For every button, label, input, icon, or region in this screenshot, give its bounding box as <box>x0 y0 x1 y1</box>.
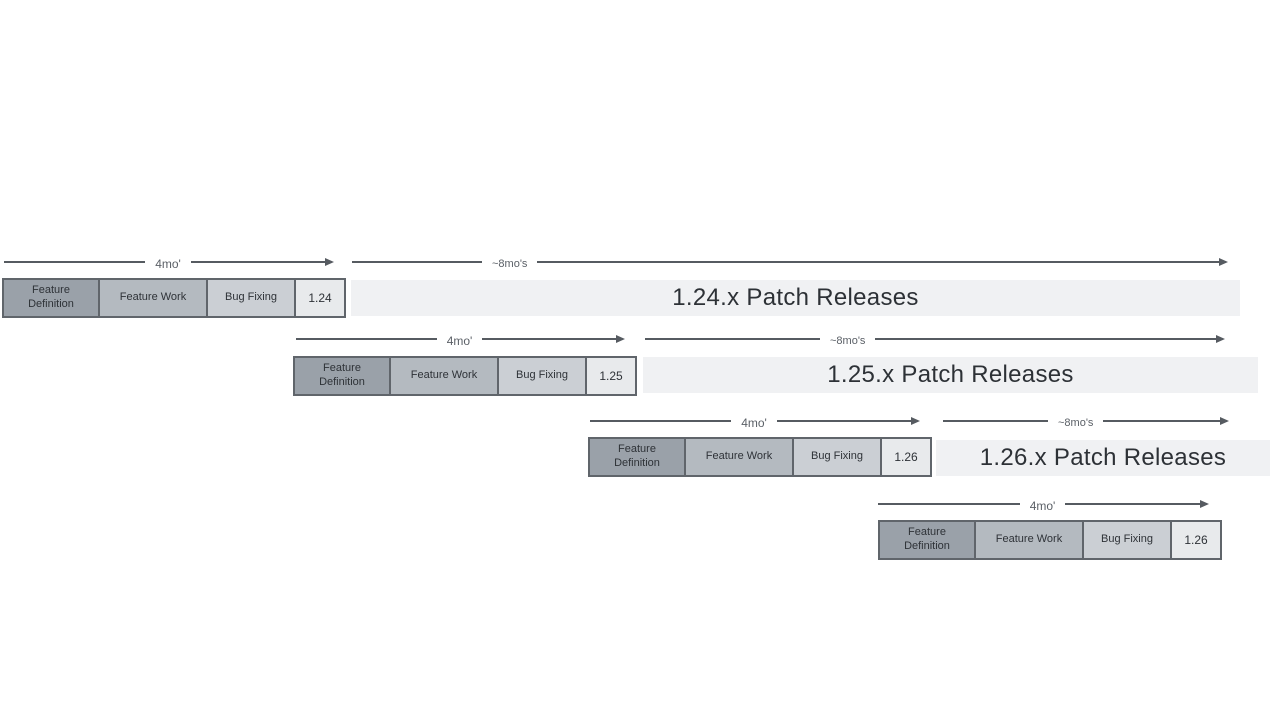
phase-box-feature-definition: Feature Definition <box>878 520 976 560</box>
patch-duration-label: ~8mo's <box>492 258 528 270</box>
arrow-head-icon <box>190 258 335 266</box>
arrow-line <box>943 420 1048 422</box>
release-cycle-row-1-26: Feature Definition Feature Work Bug Fixi… <box>588 437 932 477</box>
patch-releases-label: 1.26.x Patch Releases <box>979 444 1227 471</box>
phase-box-feature-definition: Feature Definition <box>588 437 686 477</box>
arrow-head-icon <box>1103 417 1229 425</box>
arrow-head-icon <box>776 417 921 425</box>
arrow-line <box>352 261 482 263</box>
cycle-duration-arrow-next: 4mo' <box>878 497 1209 513</box>
patch-releases-bar-1-24: 1.24.x Patch Releases <box>351 280 1240 316</box>
cycle-duration-label: 4mo' <box>446 334 473 348</box>
phase-box-feature-work: Feature Work <box>98 278 208 318</box>
phase-box-bug-fixing: Bug Fixing <box>792 437 882 477</box>
patch-releases-bar-1-26: 1.26.x Patch Releases <box>936 440 1270 476</box>
phase-box-feature-definition: Feature Definition <box>293 356 391 396</box>
version-box: 1.26 <box>1170 520 1222 560</box>
patch-duration-arrow-1-24: ~8mo's <box>352 255 1228 270</box>
patch-releases-label: 1.24.x Patch Releases <box>672 284 919 311</box>
patch-duration-label: ~8mo's <box>830 335 866 347</box>
patch-duration-label: ~8mo's <box>1058 417 1094 429</box>
phase-box-feature-work: Feature Work <box>974 520 1084 560</box>
arrow-line <box>296 338 437 340</box>
arrow-head-icon <box>875 335 1225 343</box>
version-box: 1.26 <box>880 437 932 477</box>
cycle-duration-label: 4mo' <box>155 257 181 271</box>
arrow-head-icon <box>1065 500 1209 508</box>
cycle-duration-arrow-1-24: 4mo' <box>4 255 335 271</box>
arrow-head-icon <box>537 258 1228 266</box>
cycle-duration-label: 4mo' <box>741 416 767 430</box>
cycle-duration-arrow-1-25: 4mo' <box>296 332 625 348</box>
patch-releases-bar-1-25: 1.25.x Patch Releases <box>643 357 1258 393</box>
arrow-line <box>645 338 820 340</box>
arrow-line <box>4 261 146 263</box>
version-box: 1.24 <box>294 278 346 318</box>
release-cycle-row-1-25: Feature Definition Feature Work Bug Fixi… <box>293 356 637 396</box>
phase-box-feature-work: Feature Work <box>684 437 794 477</box>
patch-releases-label: 1.25.x Patch Releases <box>827 361 1074 388</box>
patch-duration-arrow-1-25: ~8mo's <box>645 332 1225 347</box>
release-cycle-row-next: Feature Definition Feature Work Bug Fixi… <box>878 520 1222 560</box>
version-box: 1.25 <box>585 356 637 396</box>
phase-box-bug-fixing: Bug Fixing <box>206 278 296 318</box>
patch-duration-arrow-1-26: ~8mo's <box>943 414 1229 429</box>
phase-box-feature-definition: Feature Definition <box>2 278 100 318</box>
phase-box-feature-work: Feature Work <box>389 356 499 396</box>
cycle-duration-label: 4mo' <box>1029 499 1056 513</box>
arrow-line <box>590 420 732 422</box>
phase-box-bug-fixing: Bug Fixing <box>497 356 587 396</box>
cycle-duration-arrow-1-26: 4mo' <box>590 414 921 430</box>
release-cycle-row-1-24: Feature Definition Feature Work Bug Fixi… <box>2 278 346 318</box>
arrow-line <box>878 503 1020 505</box>
arrow-head-icon <box>482 335 625 343</box>
phase-box-bug-fixing: Bug Fixing <box>1082 520 1172 560</box>
